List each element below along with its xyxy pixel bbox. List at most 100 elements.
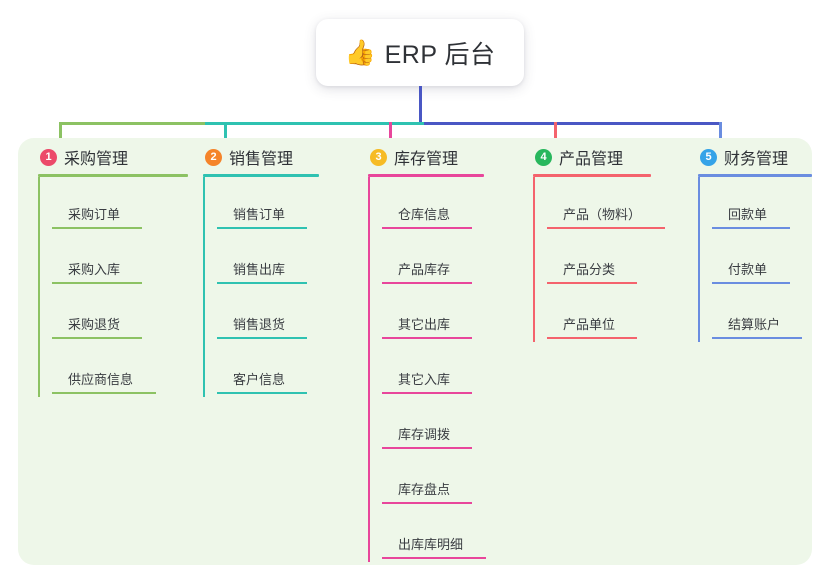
branch-item-underline (217, 392, 307, 394)
branch-item-label: 回款单 (728, 207, 768, 222)
branch-badge-2: 2 (205, 148, 222, 166)
branch-title-1: 采购管理 (64, 151, 129, 168)
branch-item-label: 销售退货 (233, 317, 286, 332)
branch-item-label: 库存盘点 (398, 482, 451, 497)
branch-items-1: 采购订单采购入库采购退货供应商信息 (38, 177, 188, 397)
branch-header-3[interactable]: 3 库存管理 (368, 146, 484, 168)
branch-header-5[interactable]: 5 财务管理 (698, 146, 812, 168)
branch-column-5: 5 财务管理回款单付款单结算账户 (698, 146, 812, 342)
branch-item-underline (712, 227, 790, 229)
branch-item-label: 产品单位 (563, 317, 616, 332)
branches-panel (18, 138, 812, 565)
branch-item-underline (217, 337, 307, 339)
list-item[interactable]: 采购入库 (52, 232, 188, 287)
branch-item-underline (382, 227, 472, 229)
list-item[interactable]: 客户信息 (217, 342, 319, 397)
branch-underline-3 (368, 174, 484, 177)
branch-spine-1 (38, 177, 40, 397)
branch-item-underline (217, 282, 307, 284)
branch-item-label: 采购入库 (68, 262, 121, 277)
branch-item-underline (382, 502, 472, 504)
branch-item-underline (52, 227, 142, 229)
branch-underline-2 (203, 174, 319, 177)
branch-title-5: 财务管理 (724, 151, 789, 168)
list-item[interactable]: 结算账户 (712, 287, 812, 342)
branch-underline-1 (38, 174, 188, 177)
branch-title-4: 产品管理 (559, 151, 624, 168)
branch-item-underline (547, 227, 665, 229)
branch-items-2: 销售订单销售出库销售退货客户信息 (203, 177, 319, 397)
branch-item-underline (52, 392, 156, 394)
branch-spine-5 (698, 177, 700, 342)
list-item[interactable]: 产品单位 (547, 287, 651, 342)
branch-item-label: 采购订单 (68, 207, 121, 222)
branch-underline-4 (533, 174, 651, 177)
list-item[interactable]: 库存盘点 (382, 452, 484, 507)
branch-item-label: 采购退货 (68, 317, 121, 332)
branch-item-underline (382, 557, 486, 559)
root-node[interactable]: 👍 ERP 后台 (316, 19, 524, 86)
branch-item-label: 销售订单 (233, 207, 286, 222)
branch-item-underline (217, 227, 307, 229)
branch-title-3: 库存管理 (394, 151, 459, 168)
branch-item-underline (52, 282, 142, 284)
branch-items-3: 仓库信息产品库存其它出库其它入库库存调拨库存盘点出库库明细 (368, 177, 486, 562)
branch-item-label: 结算账户 (728, 317, 781, 332)
bus-segment-green (59, 122, 205, 125)
branch-spine-2 (203, 177, 205, 397)
list-item[interactable]: 出库库明细 (382, 507, 486, 562)
list-item[interactable]: 供应商信息 (52, 342, 188, 397)
branch-item-label: 出库库明细 (398, 537, 464, 552)
list-item[interactable]: 付款单 (712, 232, 812, 287)
branch-item-label: 仓库信息 (398, 207, 451, 222)
branch-badge-5: 5 (700, 148, 717, 166)
branch-item-label: 产品（物料） (563, 207, 642, 222)
list-item[interactable]: 销售出库 (217, 232, 319, 287)
branch-item-label: 产品分类 (563, 262, 616, 277)
branch-item-label: 供应商信息 (68, 372, 134, 387)
list-item[interactable]: 产品分类 (547, 232, 651, 287)
branch-underline-5 (698, 174, 812, 177)
branch-item-underline (547, 337, 637, 339)
branch-item-label: 库存调拨 (398, 427, 451, 442)
branch-item-label: 客户信息 (233, 372, 286, 387)
list-item[interactable]: 其它入库 (382, 342, 484, 397)
branch-items-4: 产品（物料） 产品分类产品单位 (533, 177, 665, 342)
list-item[interactable]: 产品库存 (382, 232, 484, 287)
list-item[interactable]: 库存调拨 (382, 397, 484, 452)
branch-item-underline (382, 282, 472, 284)
root-stem (419, 86, 422, 125)
branch-header-4[interactable]: 4 产品管理 (533, 146, 651, 168)
branch-badge-1: 1 (40, 148, 57, 166)
list-item[interactable]: 其它出库 (382, 287, 484, 342)
branch-item-underline (712, 337, 802, 339)
list-item[interactable]: 销售退货 (217, 287, 319, 342)
branch-item-label: 销售出库 (233, 262, 286, 277)
branch-column-3: 3 库存管理仓库信息产品库存其它出库其它入库库存调拨库存盘点出库库明细 (368, 146, 486, 562)
list-item[interactable]: 采购订单 (52, 177, 188, 232)
branch-column-1: 1 采购管理采购订单采购入库采购退货供应商信息 (38, 146, 188, 397)
list-item[interactable]: 产品（物料） (547, 177, 665, 232)
list-item[interactable]: 回款单 (712, 177, 812, 232)
branch-item-label: 产品库存 (398, 262, 451, 277)
branch-item-underline (382, 447, 472, 449)
branch-spine-3 (368, 177, 370, 562)
branch-badge-4: 4 (535, 148, 552, 166)
list-item[interactable]: 销售订单 (217, 177, 319, 232)
root-title: ERP 后台 (384, 40, 496, 69)
list-item[interactable]: 仓库信息 (382, 177, 484, 232)
branch-title-2: 销售管理 (229, 151, 294, 168)
branch-item-underline (52, 337, 142, 339)
branch-badge-3: 3 (370, 148, 387, 166)
list-item[interactable]: 采购退货 (52, 287, 188, 342)
bus-segment-teal (205, 122, 424, 125)
branch-header-1[interactable]: 1 采购管理 (38, 146, 188, 168)
branch-column-4: 4 产品管理产品（物料） 产品分类产品单位 (533, 146, 665, 342)
branch-item-underline (382, 337, 472, 339)
branch-item-underline (712, 282, 790, 284)
branch-spine-4 (533, 177, 535, 342)
branch-item-label: 其它出库 (398, 317, 451, 332)
branch-item-label: 付款单 (728, 262, 768, 277)
branch-header-2[interactable]: 2 销售管理 (203, 146, 319, 168)
